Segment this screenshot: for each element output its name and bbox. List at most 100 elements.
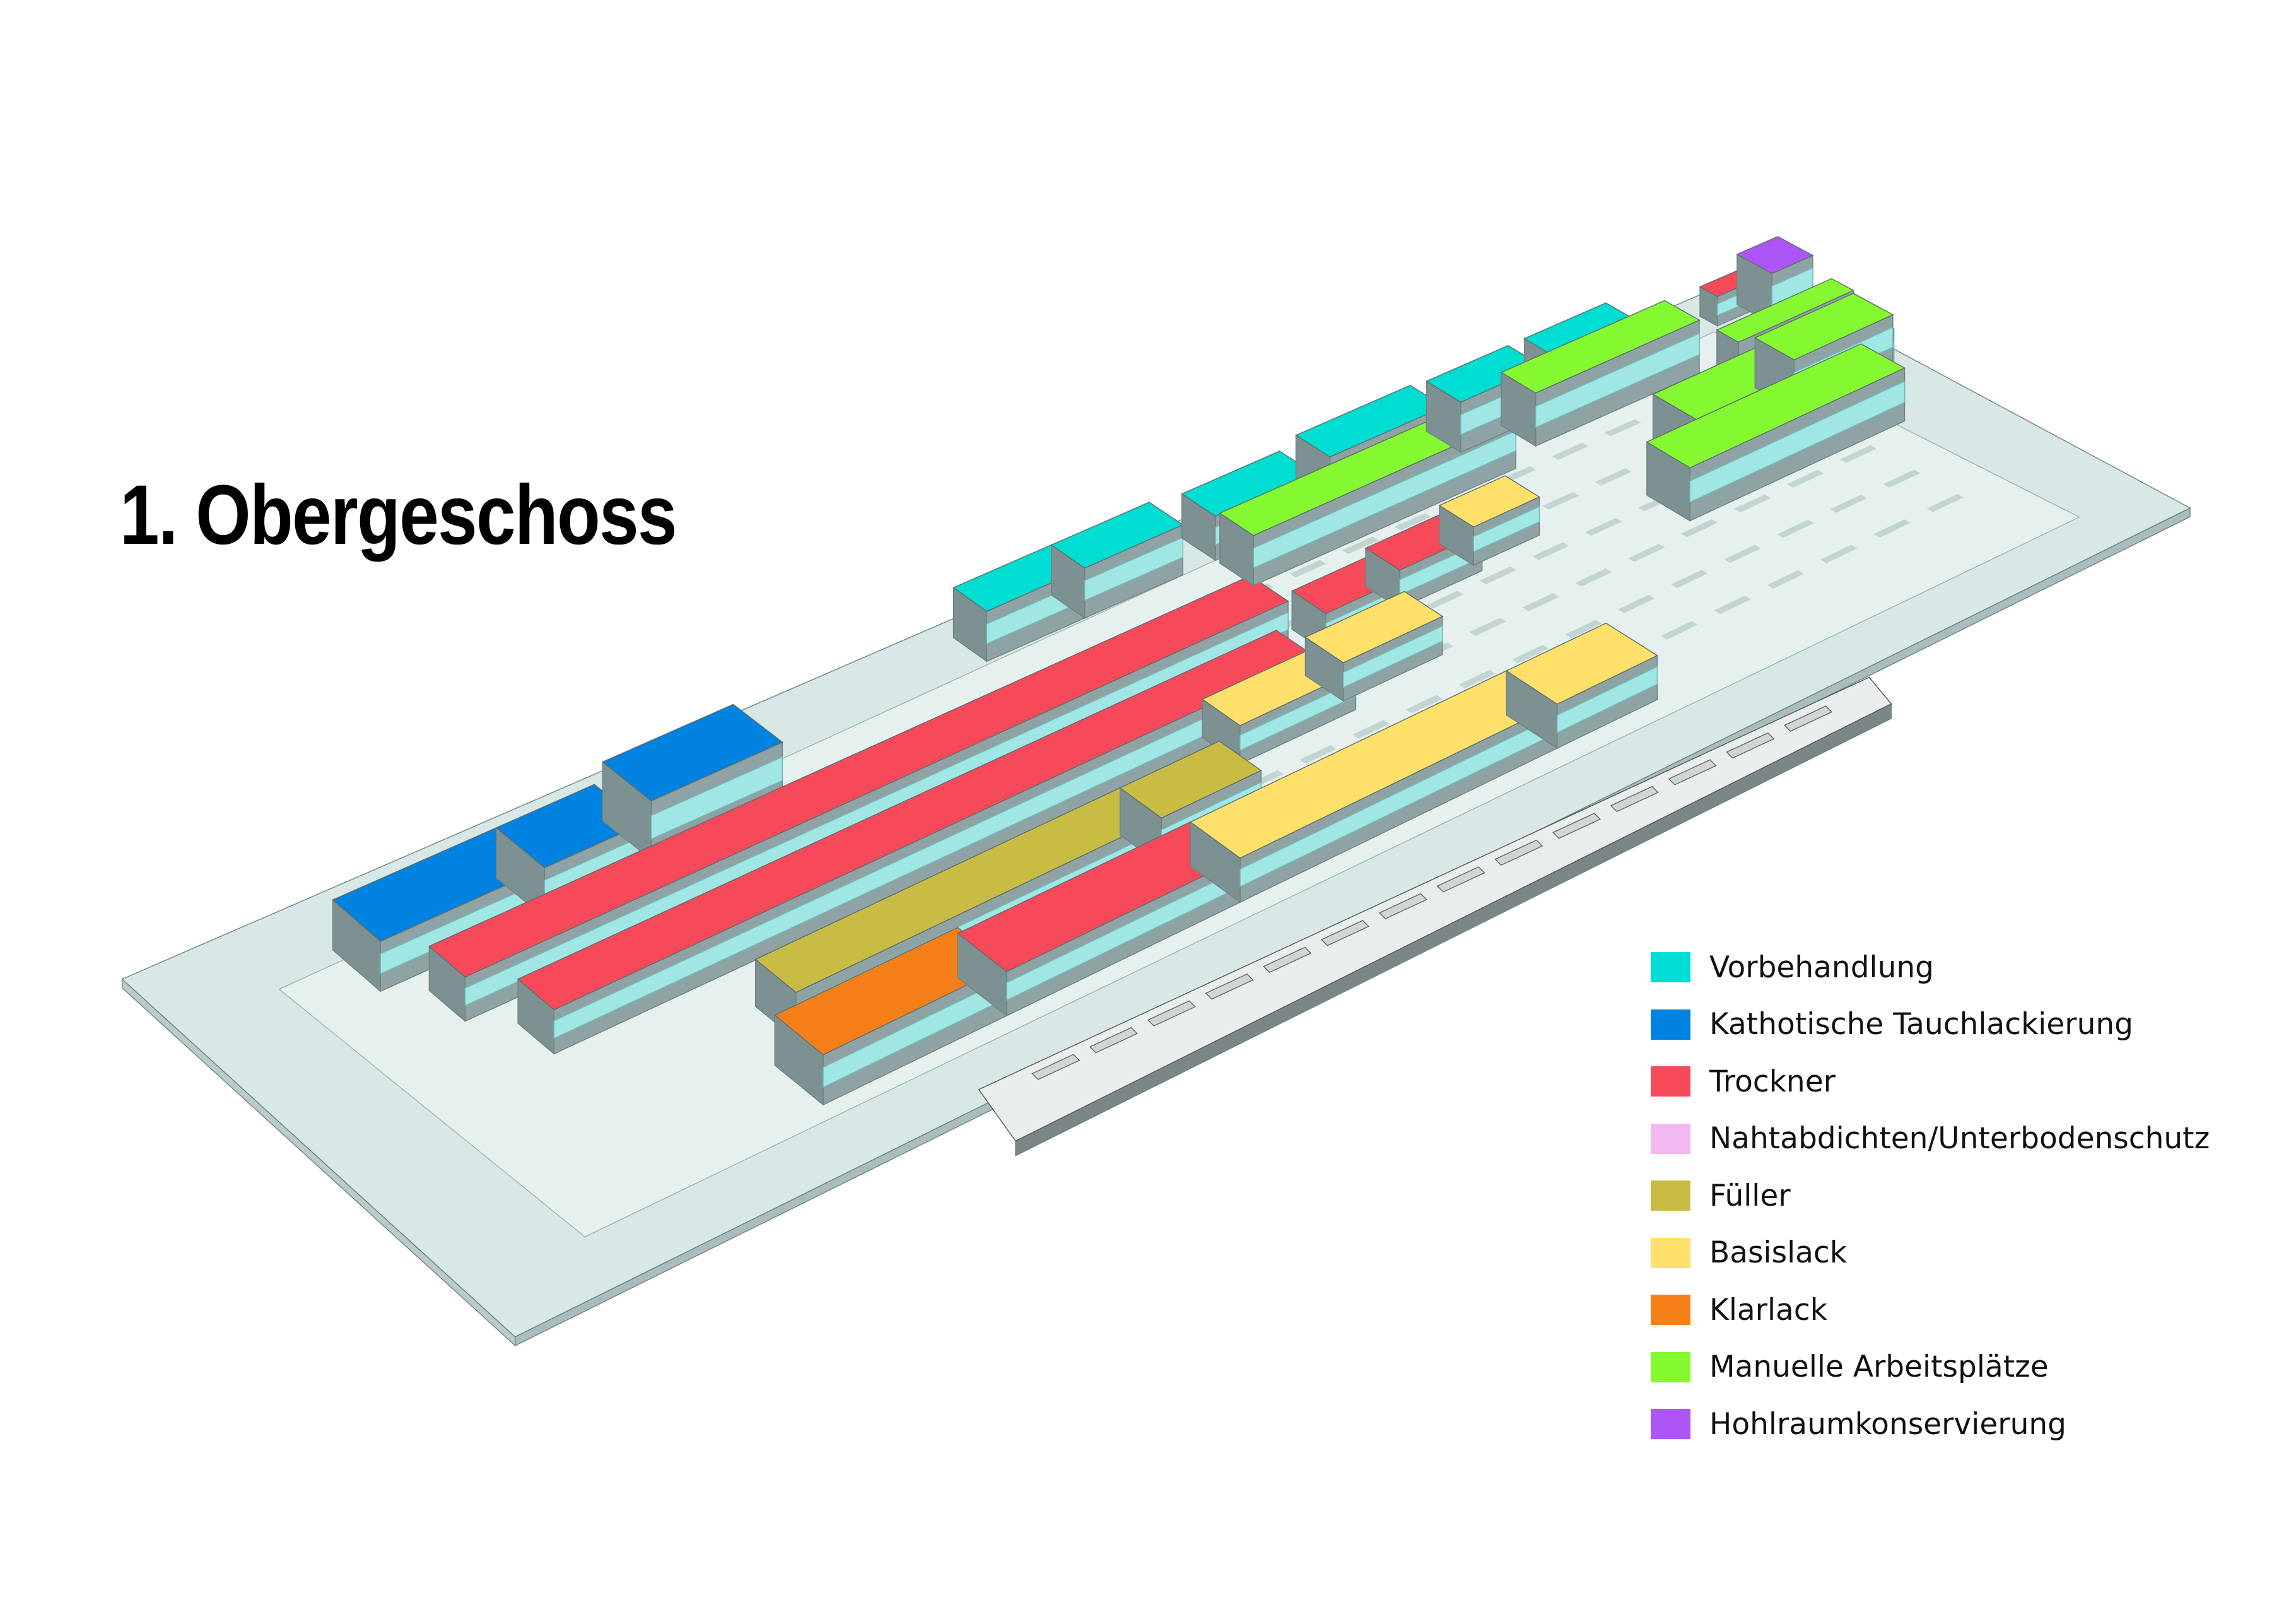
legend-swatch bbox=[1651, 1009, 1690, 1040]
legend-label: Füller bbox=[1709, 1178, 1791, 1213]
floor-lane-marking bbox=[1873, 519, 1911, 538]
building-roof bbox=[1716, 278, 1854, 343]
klarlack-booth bbox=[773, 927, 1008, 1106]
office-room bbox=[1726, 732, 1775, 759]
legend-item-basislack: Basislack bbox=[1651, 1225, 2210, 1282]
building-roof bbox=[1736, 236, 1814, 274]
legend-swatch bbox=[1651, 1351, 1690, 1382]
legend-swatch bbox=[1651, 1409, 1690, 1440]
office-room bbox=[1031, 1054, 1081, 1080]
basislack-booth bbox=[1189, 670, 1559, 903]
building-roof bbox=[1119, 740, 1262, 819]
office-room bbox=[1378, 893, 1427, 920]
floor-lane-marking bbox=[1469, 618, 1506, 637]
floor-lane-marking bbox=[1522, 593, 1559, 611]
ktl-tank bbox=[601, 703, 783, 861]
floor-lane-marking bbox=[1777, 519, 1814, 538]
building-roof bbox=[1500, 300, 1701, 394]
floor-lane-marking bbox=[1618, 594, 1655, 613]
building-glazing bbox=[1556, 666, 1658, 734]
floor-lane-marking bbox=[1714, 596, 1751, 615]
trockner-line-2 bbox=[517, 630, 1315, 1055]
office-room bbox=[1552, 813, 1602, 839]
floor-lane-marking bbox=[1820, 544, 1858, 563]
building-roof bbox=[1505, 622, 1658, 705]
legend-item-hohlraumkonservierung: Hohlraumkonservierung bbox=[1651, 1396, 2210, 1453]
manual-workstation bbox=[1500, 300, 1701, 447]
floor-lane-marking bbox=[1585, 517, 1622, 536]
floor-lane-marking bbox=[1926, 493, 1964, 512]
office-room bbox=[1147, 1000, 1196, 1027]
vorbehandlung-tank bbox=[1050, 502, 1184, 620]
floor-lane-marking bbox=[1511, 645, 1549, 664]
legend-item-manuelle-arbeitsplaetze: Manuelle Arbeitsplätze bbox=[1651, 1339, 2210, 1396]
floor-lane-marking bbox=[1575, 568, 1612, 587]
legend-item-vorbehandlung: Vorbehandlung bbox=[1651, 939, 2210, 996]
floor-lane-marking bbox=[1724, 544, 1761, 563]
building-roof bbox=[1754, 293, 1894, 360]
legend-swatch bbox=[1651, 1066, 1690, 1097]
office-room bbox=[1494, 839, 1543, 866]
legend-label: Vorbehandlung bbox=[1709, 950, 1935, 985]
floor-lane-marking bbox=[1628, 544, 1665, 562]
floor-lane-marking bbox=[1767, 570, 1805, 589]
floor-lane-marking bbox=[1427, 591, 1464, 609]
floor-lane-marking bbox=[1681, 519, 1718, 538]
floor-lane-marking bbox=[1564, 620, 1602, 638]
legend-item-klarlack: Klarlack bbox=[1651, 1281, 2210, 1339]
building-roof bbox=[1646, 343, 1906, 469]
office-wing bbox=[978, 676, 1892, 1156]
basislack-small bbox=[1438, 475, 1540, 567]
floor-lane-marking bbox=[1394, 513, 1431, 531]
office-room bbox=[1610, 786, 1659, 813]
basislack-booth bbox=[1505, 622, 1658, 750]
building-glazing bbox=[1473, 505, 1540, 553]
floor-lane-marking bbox=[1660, 621, 1698, 640]
trockner-klarlack bbox=[956, 821, 1241, 1017]
legend-swatch bbox=[1651, 1123, 1690, 1154]
floor-lane-marking bbox=[1883, 469, 1921, 488]
building-roof bbox=[601, 703, 783, 802]
building-roof bbox=[1438, 475, 1540, 528]
legend-label: Kathotische Tauchlackierung bbox=[1709, 1007, 2133, 1042]
floor-lane-marking bbox=[1604, 419, 1641, 437]
office-room bbox=[1668, 759, 1717, 786]
office-room bbox=[1436, 866, 1485, 893]
legend-item-ktl: Kathotische Tauchlackierung bbox=[1651, 996, 2210, 1054]
legend-label: Basislack bbox=[1709, 1235, 1847, 1271]
building-glazing bbox=[1689, 380, 1906, 503]
legend-swatch bbox=[1651, 1295, 1690, 1326]
floor-lane-marking bbox=[1733, 494, 1771, 513]
legend-swatch bbox=[1651, 952, 1690, 983]
floor-lane-marking bbox=[1839, 445, 1877, 463]
floor-lane-marking bbox=[1595, 468, 1632, 486]
floor-lane-marking bbox=[1552, 442, 1589, 460]
legend-item-trockner: Trockner bbox=[1651, 1053, 2210, 1110]
building-roof bbox=[428, 575, 1289, 978]
floor-lane-marking bbox=[1289, 560, 1327, 578]
floor-lane-marking bbox=[1671, 570, 1708, 588]
legend-swatch bbox=[1651, 1237, 1690, 1268]
building-glazing bbox=[1342, 625, 1443, 688]
basislack-small bbox=[1304, 591, 1444, 702]
office-room bbox=[1089, 1027, 1138, 1054]
floor-lane-marking bbox=[1352, 720, 1390, 739]
legend: Vorbehandlung Kathotische Tauchlackierun… bbox=[1651, 939, 2210, 1453]
legend-label: Klarlack bbox=[1709, 1292, 1827, 1327]
office-room bbox=[1205, 974, 1254, 1000]
floor-lane-marking bbox=[1299, 744, 1337, 764]
office-room bbox=[1320, 920, 1369, 946]
floor-lane-marking bbox=[1532, 542, 1569, 560]
office-wing-floor bbox=[978, 676, 1892, 1142]
office-room bbox=[1783, 705, 1833, 732]
building-roof bbox=[1304, 591, 1444, 664]
building-glazing bbox=[1535, 332, 1700, 428]
legend-swatch bbox=[1651, 1180, 1690, 1211]
page-title: 1. Obergeschoss bbox=[120, 468, 677, 562]
legend-label: Nahtabdichten/Unterbodenschutz bbox=[1709, 1121, 2210, 1156]
process-buildings bbox=[332, 236, 1906, 1106]
manual-workstation bbox=[1646, 343, 1906, 522]
legend-label: Manuelle Arbeitsplätze bbox=[1709, 1350, 2049, 1385]
floor-lane-marking bbox=[1342, 536, 1379, 555]
